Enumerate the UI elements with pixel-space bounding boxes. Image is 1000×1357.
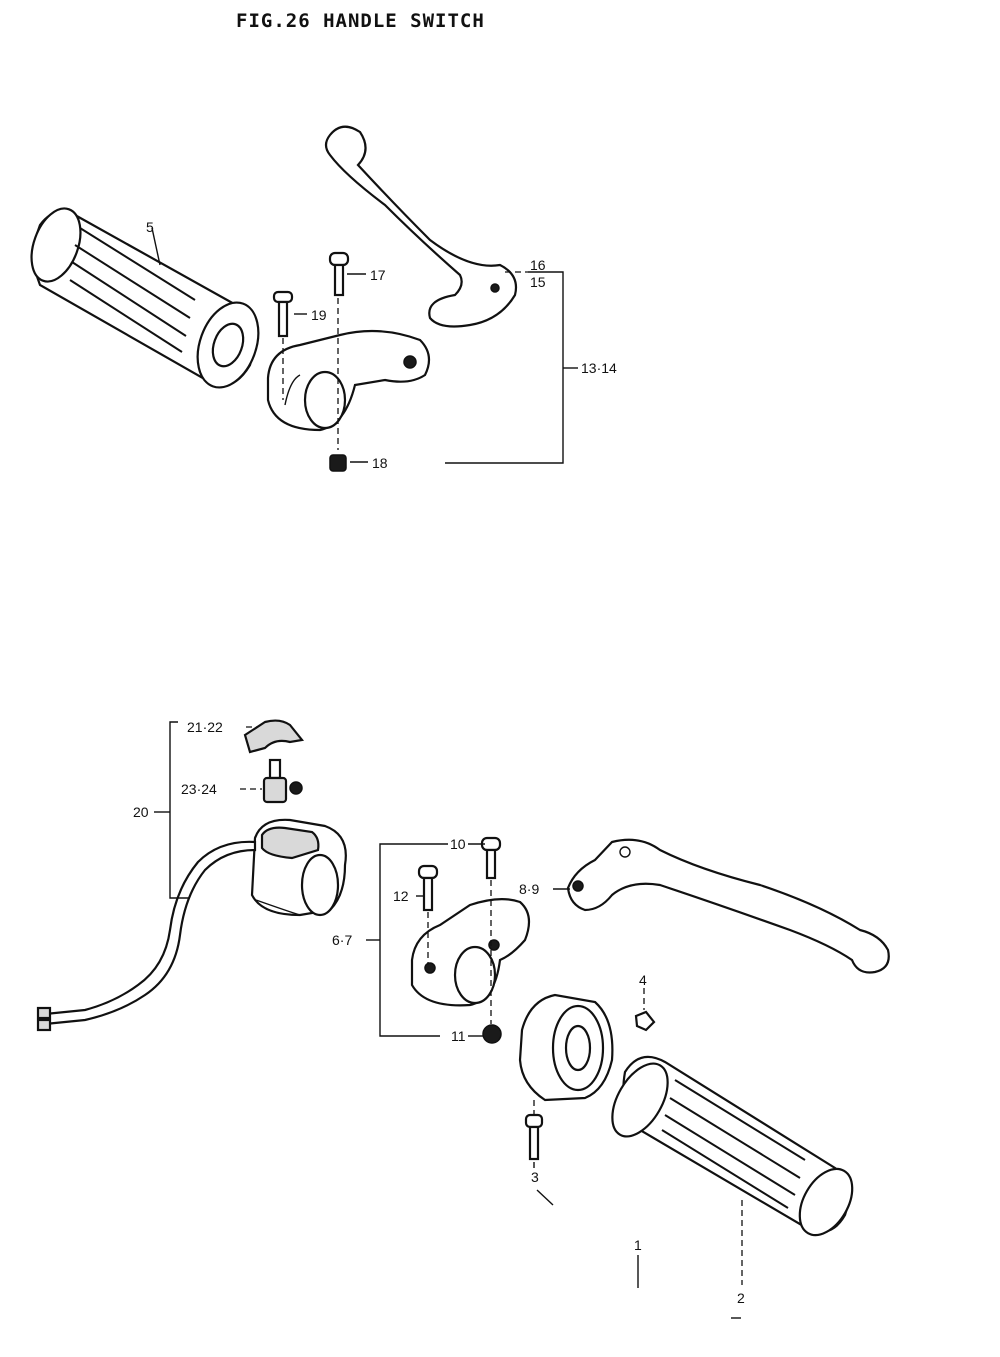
- bolt-17: [328, 251, 350, 297]
- leader-5: [151, 227, 161, 266]
- label-19: 19: [311, 307, 327, 323]
- right-grip: [611, 1055, 854, 1237]
- label-18: 18: [372, 455, 388, 471]
- screw-3: [524, 1113, 544, 1161]
- screw-19: [272, 290, 294, 338]
- bolt-10: [480, 836, 502, 880]
- label-12: 12: [393, 888, 409, 904]
- lower-lever-bracket: [410, 898, 531, 1007]
- nut-18: [329, 454, 347, 472]
- label-6-7: 6·7: [332, 932, 352, 948]
- brake-lever: [566, 838, 890, 974]
- label-5: 5: [146, 219, 154, 235]
- switch-knob-23-24: [262, 758, 303, 804]
- label-11: 11: [451, 1028, 466, 1044]
- label-1: 1: [634, 1237, 642, 1253]
- screw-12: [417, 864, 439, 912]
- nut-11: [482, 1024, 502, 1044]
- figure-title: FIG.26 HANDLE SWITCH: [236, 10, 485, 32]
- label-4: 4: [639, 972, 647, 988]
- fitting-4: [634, 1010, 656, 1032]
- label-20: 20: [133, 804, 149, 820]
- label-3: 3: [531, 1169, 539, 1185]
- left-grip: [30, 207, 260, 389]
- throttle-housing: [518, 993, 614, 1102]
- label-2: 2: [737, 1290, 745, 1306]
- wiring-harness: [36, 840, 257, 1032]
- label-16: 16: [530, 257, 546, 273]
- label-23-24: 23·24: [181, 781, 217, 797]
- upper-clutch-lever: [324, 125, 518, 328]
- label-10: 10: [450, 836, 466, 852]
- label-21-22: 21·22: [187, 719, 223, 735]
- switch-housing-20: [250, 818, 347, 917]
- label-13-14: 13·14: [581, 360, 617, 376]
- label-15: 15: [530, 274, 546, 290]
- upper-lever-bracket: [266, 329, 431, 432]
- label-17: 17: [370, 267, 386, 283]
- bracket-20: [169, 721, 190, 899]
- switch-cover-21-22: [243, 719, 305, 754]
- label-8-9: 8·9: [519, 881, 539, 897]
